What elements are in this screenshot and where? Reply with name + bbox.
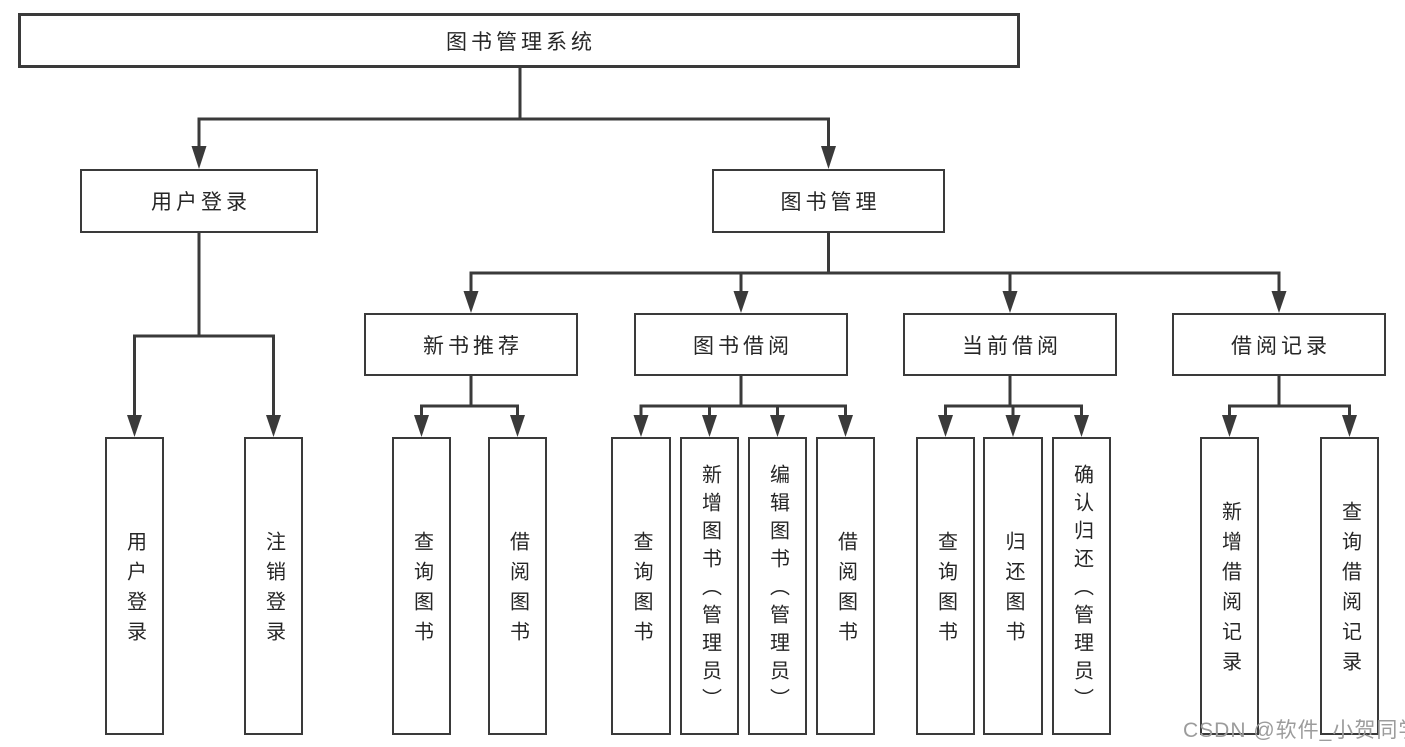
- node-label: 图书管理: [780, 191, 881, 214]
- node-new-book-recommend: 新书推荐: [364, 313, 578, 376]
- node-label: 用户登录: [151, 191, 251, 214]
- leaf-borrow-books: 借阅图书: [488, 437, 547, 735]
- leaf-query-borrow-record: 查询借阅记录: [1320, 437, 1379, 735]
- node-borrowing-records: 借阅记录: [1172, 313, 1386, 376]
- edges-root: [191, 68, 836, 169]
- leaf-label: 用户登录: [123, 531, 146, 651]
- leaf-label: 归还图书: [1002, 531, 1024, 651]
- leaf-logout: 注销登录: [244, 437, 303, 735]
- edges-book-borrowing: [633, 376, 853, 437]
- edges-book-management: [463, 233, 1287, 313]
- leaf-edit-book-admin: 编辑图书（管理员）: [748, 437, 807, 735]
- leaf-add-borrow-record: 新增借阅记录: [1200, 437, 1259, 735]
- leaf-return-book: 归还图书: [983, 437, 1043, 735]
- node-book-management: 图书管理: [712, 169, 945, 233]
- leaf-label: 编辑图书（管理员）: [766, 464, 789, 716]
- edges-borrowing-records: [1222, 376, 1357, 437]
- leaf-label: 新增借阅记录: [1218, 501, 1241, 681]
- node-book-borrowing: 图书借阅: [634, 313, 848, 376]
- node-user-login: 用户登录: [80, 169, 318, 233]
- leaf-label: 查询借阅记录: [1338, 501, 1361, 681]
- leaf-label: 借阅图书: [834, 531, 857, 651]
- node-label: 新书推荐: [423, 334, 523, 358]
- leaf-label: 注销登录: [262, 531, 285, 651]
- leaf-label: 借阅图书: [506, 531, 529, 651]
- leaf-query-books: 查询图书: [916, 437, 975, 735]
- leaf-query-books: 查询图书: [611, 437, 671, 735]
- leaf-label: 确认归还（管理员）: [1070, 464, 1093, 716]
- leaf-label: 查询图书: [934, 531, 957, 651]
- node-label: 当前借阅: [962, 334, 1062, 358]
- leaf-user-login: 用户登录: [105, 437, 164, 735]
- leaf-label: 查询图书: [410, 531, 433, 651]
- csdn-watermark: CSDN @软件_小贺同学: [1183, 719, 1405, 742]
- node-label: 图书借阅: [693, 334, 793, 358]
- leaf-add-book-admin: 新增图书（管理员）: [680, 437, 739, 735]
- leaf-borrow-books: 借阅图书: [816, 437, 875, 735]
- edges-current-borrowing: [938, 376, 1089, 437]
- edges-user-login: [127, 233, 281, 437]
- leaf-query-books: 查询图书: [392, 437, 451, 735]
- node-library-management-system: 图书管理系统: [18, 13, 1020, 68]
- leaf-confirm-return-admin: 确认归还（管理员）: [1052, 437, 1111, 735]
- node-label: 图书管理系统: [446, 30, 596, 54]
- node-label: 借阅记录: [1231, 334, 1331, 358]
- node-current-borrowing: 当前借阅: [903, 313, 1117, 376]
- leaf-label: 新增图书（管理员）: [698, 464, 721, 716]
- edges-new-book-recommend: [414, 376, 525, 437]
- leaf-label: 查询图书: [630, 531, 652, 651]
